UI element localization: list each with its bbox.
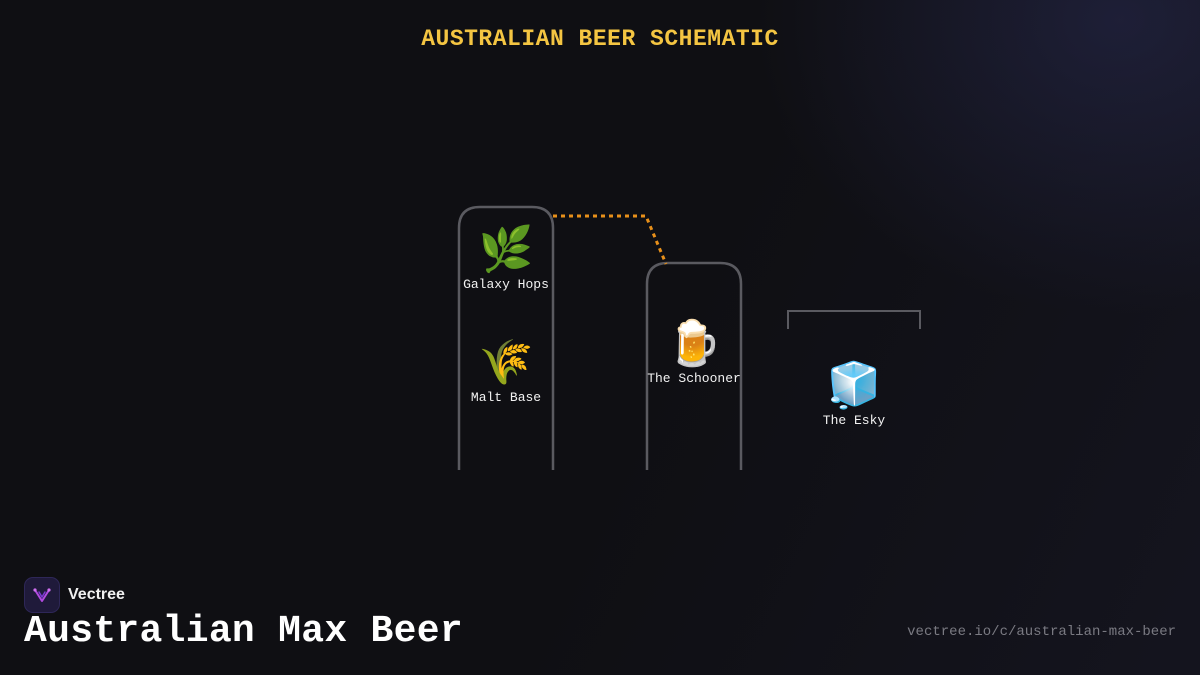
wheat-icon: 🌾	[478, 337, 534, 388]
node-label: The Schooner	[647, 371, 741, 386]
beer-mug-icon: 🍺	[666, 318, 722, 369]
node-malt-base: 🌾 Malt Base	[446, 337, 566, 406]
page-title: Australian Max Beer	[24, 610, 463, 653]
node-the-esky: 🧊 The Esky	[794, 360, 914, 429]
ice-cube-icon: 🧊	[826, 360, 882, 411]
node-the-schooner: 🍺 The Schooner	[634, 318, 754, 387]
schooner-vessel	[645, 261, 743, 470]
vectree-logo-icon	[24, 577, 60, 613]
diagram-title: AUSTRALIAN BEER SCHEMATIC	[421, 26, 779, 52]
page-url-link[interactable]: vectree.io/c/australian-max-beer	[907, 624, 1176, 640]
hops-to-schooner-connector	[553, 214, 668, 265]
ingredients-vessel	[457, 205, 555, 470]
esky-bracket	[787, 310, 921, 329]
node-galaxy-hops: 🌿 Galaxy Hops	[446, 224, 566, 293]
node-label: Galaxy Hops	[463, 277, 549, 292]
node-label: The Esky	[822, 413, 886, 428]
node-label: Malt Base	[470, 390, 542, 405]
brand[interactable]: Vectree	[24, 577, 125, 613]
brand-name: Vectree	[68, 586, 125, 603]
herb-icon: 🌿	[478, 224, 534, 275]
